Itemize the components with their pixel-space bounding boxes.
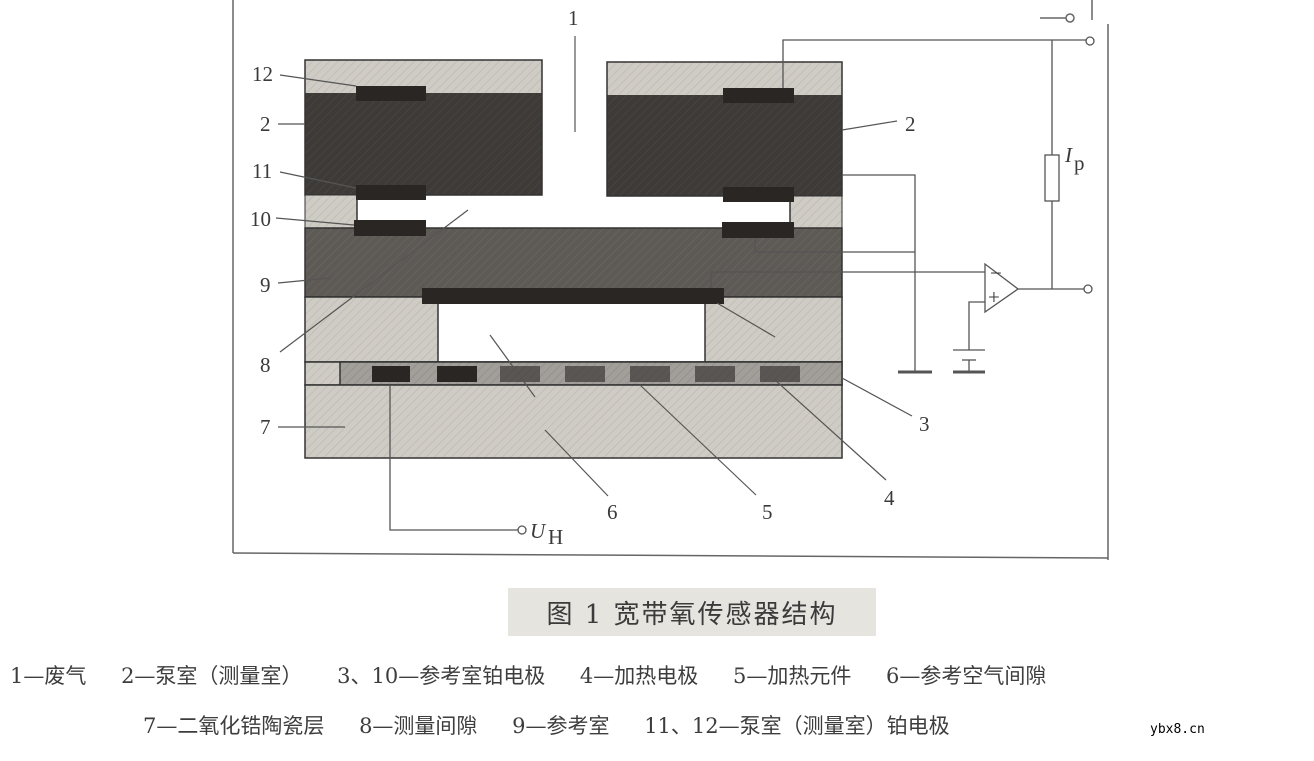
electrode-11-left <box>356 185 426 200</box>
heater-voltage-label: U <box>530 519 547 543</box>
pump-cell-right <box>606 61 843 197</box>
legend-item: 11、12—泵室（测量室）铂电极 <box>644 714 950 738</box>
heater-voltage-subscript: H <box>548 525 563 549</box>
legend-item: 8—测量间隙 <box>359 714 478 738</box>
reference-chamber-layer <box>304 227 843 298</box>
legend-item: 7—二氧化锆陶瓷层 <box>143 714 325 738</box>
electrode-12-left <box>356 86 426 101</box>
legend-item: 3、10—参考室铂电极 <box>337 664 546 688</box>
legend-item: 1—废气 <box>10 664 87 688</box>
zirconia-ceramic-layer <box>304 384 843 459</box>
figure-caption: 图 1 宽带氧传感器结构 <box>546 599 838 630</box>
legend-item: 2—泵室（测量室） <box>121 664 303 688</box>
heater-layer <box>304 361 843 386</box>
callout-1: 1 <box>568 6 579 30</box>
pump-current-subscript: p <box>1074 151 1085 175</box>
callout-6: 6 <box>607 500 618 524</box>
electrode-3 <box>422 288 724 304</box>
legend-item: 5—加热元件 <box>732 664 852 688</box>
leader-lines <box>275 36 913 497</box>
electrode-10-right <box>722 222 794 238</box>
opamp-plus-sign: + <box>988 285 1000 309</box>
callout-2-left: 2 <box>260 112 271 136</box>
callout-3: 3 <box>919 412 930 436</box>
figure-caption-box: 图 1 宽带氧传感器结构 <box>508 588 876 636</box>
measuring-gap-layer <box>304 194 843 230</box>
callout-7: 7 <box>260 415 271 439</box>
callout-8: 8 <box>260 353 271 377</box>
figure-frame <box>232 0 1109 560</box>
opamp-minus-sign: − <box>990 261 1002 285</box>
electrode-10-left <box>354 220 426 236</box>
callout-10: 10 <box>250 207 271 231</box>
callout-5: 5 <box>762 500 773 524</box>
circuit-wiring <box>389 36 1095 535</box>
callout-2-right: 2 <box>905 112 916 136</box>
electrode-12-right <box>723 88 794 103</box>
pump-current-label: I <box>1064 143 1073 167</box>
callout-9: 9 <box>260 273 271 297</box>
electrode-11-right <box>723 187 794 202</box>
callout-4: 4 <box>884 486 895 510</box>
electrodes <box>354 86 794 304</box>
callout-12: 12 <box>252 62 273 86</box>
legend-item: 9—参考室 <box>512 714 610 738</box>
site-watermark: ybx8.cn <box>1150 722 1205 737</box>
legend-line-2: 7—二氧化锆陶瓷层 8—测量间隙 9—参考室 11、12—泵室（测量室）铂电极 <box>143 710 950 740</box>
legend-line-1: 1—废气 2—泵室（测量室） 3、10—参考室铂电极 4—加热电极 5—加热元件… <box>10 660 1046 690</box>
legend-item: 6—参考空气间隙 <box>886 664 1047 688</box>
callout-11: 11 <box>252 159 272 183</box>
legend-item: 4—加热电极 <box>579 664 699 688</box>
reference-air-layer <box>304 296 843 363</box>
pump-cell-left <box>304 59 543 196</box>
